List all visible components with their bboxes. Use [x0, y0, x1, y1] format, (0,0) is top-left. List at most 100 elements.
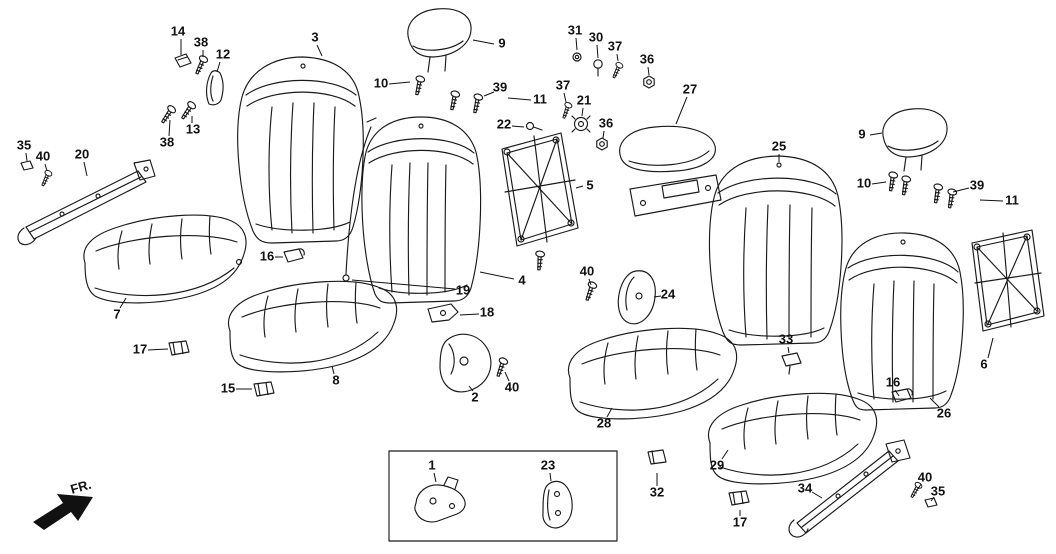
part-23-hole: [554, 509, 562, 517]
part-callout-16: 16: [260, 248, 274, 263]
leader-line-26: [929, 397, 940, 408]
part-callout-40: 40: [580, 263, 594, 278]
pleat: [634, 335, 639, 380]
panel-screw: [973, 243, 981, 251]
pleat: [290, 102, 294, 234]
part-23-hole: [553, 490, 561, 498]
fr-arrow-icon: [33, 494, 93, 530]
leader-line-12: [216, 61, 221, 73]
screw-icon: [532, 249, 546, 272]
leader-line-8: [331, 365, 335, 375]
part-21-knob: [577, 120, 585, 128]
leader-line-36: [647, 66, 650, 76]
pleat: [332, 106, 336, 231]
rail-hole: [95, 193, 101, 199]
rail-inner: [801, 455, 894, 528]
leader-line-9: [869, 132, 883, 136]
top-band: [368, 149, 474, 165]
part-callout-31: 31: [568, 22, 582, 37]
part-callout-16: 16: [886, 374, 900, 389]
front-seam: [579, 378, 719, 411]
panel-inner: [976, 235, 1039, 326]
leader-line-22: [511, 125, 525, 128]
leader-line-21: [581, 107, 584, 117]
headrest-stems: [427, 55, 447, 73]
pleat: [912, 280, 915, 403]
screw-icon: [929, 182, 944, 205]
slide-rail-34: [788, 439, 938, 538]
part-12-detail: [210, 75, 214, 102]
part-callout-22: 22: [497, 116, 511, 131]
part-callout-20: 20: [75, 146, 89, 161]
headrest-screws-right: [884, 170, 958, 210]
part-23-bracket: [542, 480, 573, 529]
panel-screw: [567, 219, 575, 227]
leader-line-34: [811, 491, 823, 499]
screw-icon: [468, 92, 484, 115]
part-callout-37: 37: [556, 77, 570, 92]
part-24-seam: [625, 276, 635, 311]
nut-icon: [596, 137, 608, 151]
leader-line-35: [930, 496, 935, 502]
part-callout-19: 19: [456, 282, 470, 297]
part-callout-40: 40: [918, 469, 932, 484]
seat-cushion-7: [83, 214, 247, 304]
outline: [568, 327, 738, 420]
part-callout-9: 9: [498, 35, 505, 50]
headrest-right: [882, 108, 948, 172]
panel-screw: [517, 235, 525, 243]
leader-line-18: [459, 313, 480, 316]
leader-line-17: [147, 348, 169, 351]
panel-screw: [503, 148, 511, 156]
panel-screw: [1033, 307, 1041, 315]
leader-line-29: [721, 449, 729, 460]
part-24-hole: [635, 292, 643, 300]
pleat: [444, 164, 447, 293]
leader-line-4: [479, 271, 515, 280]
front-seam: [239, 331, 379, 364]
seat-back-4: [361, 116, 482, 304]
part-callout-2: 2: [471, 389, 478, 404]
top-band: [848, 266, 958, 284]
screw-icon: [445, 89, 461, 112]
panel-brace: [974, 232, 1042, 328]
armrest-base-inner: [661, 179, 700, 199]
part-callout-25: 25: [772, 138, 786, 153]
part-12-strip: [205, 70, 224, 106]
outline: [708, 155, 843, 346]
part-2-seam: [448, 343, 455, 375]
part-32-detail: [651, 450, 655, 464]
cable: [345, 126, 372, 275]
leader-line-5: [575, 185, 584, 189]
front-seam: [719, 443, 859, 476]
part-14-detail: [177, 56, 188, 61]
leader-line-19: [351, 279, 456, 290]
back-panel-6: [971, 229, 1045, 332]
part-callout-9: 9: [858, 126, 865, 141]
rail-hole: [59, 211, 65, 217]
seat-back-26: [840, 232, 964, 411]
diagram-line-art: [17, 8, 1045, 542]
bottom-seam: [378, 284, 468, 294]
leader-line-40: [588, 278, 592, 286]
outline: [361, 116, 482, 304]
part-callout-23: 23: [541, 457, 555, 472]
headrest-stems: [903, 155, 923, 172]
leader-line-16: [894, 389, 900, 397]
top-band: [847, 254, 959, 273]
part-callout-3: 3: [311, 29, 318, 44]
part-callout-34: 34: [798, 480, 813, 495]
armrest-pad-seam: [628, 150, 710, 166]
part-35-clip: [924, 497, 938, 508]
part-callout-12: 12: [216, 46, 230, 61]
part-callout-39: 39: [493, 79, 507, 94]
part-22-shaft: [532, 126, 543, 131]
top-band: [717, 177, 837, 195]
outline: [708, 392, 878, 485]
rail-hole: [895, 448, 901, 454]
leader-line-1: [433, 472, 437, 483]
cable-top: [366, 117, 377, 123]
part-16-hook: [906, 388, 913, 396]
leader-line-23: [549, 472, 552, 482]
